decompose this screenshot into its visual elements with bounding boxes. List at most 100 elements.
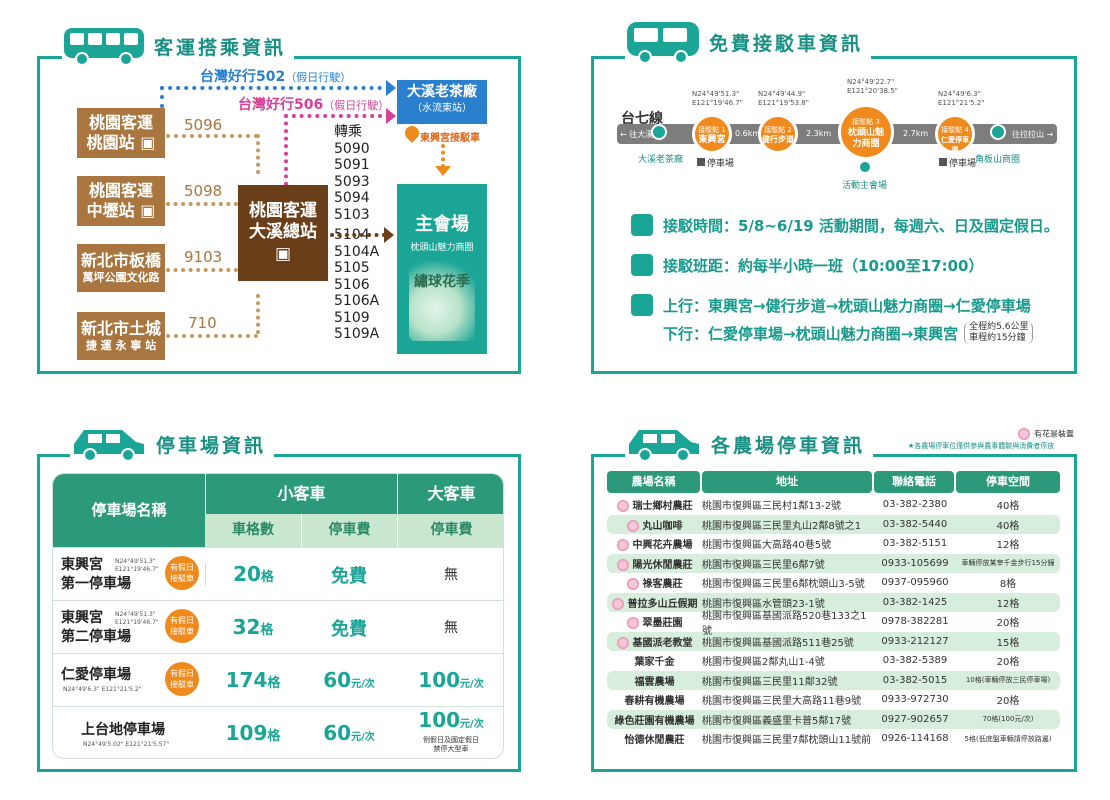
shuttle-arrow-line (441, 144, 445, 168)
shuttle-label: 東興宮接駁車 (420, 133, 480, 144)
farm-name: 葉家千金 (634, 657, 675, 669)
main-venue-box: 主會場 枕頭山魅力商圈 繡球花季 (397, 184, 487, 354)
parking-coord: N24°49'51.3"E121°19'46.7" (115, 611, 159, 626)
farm-address: 桃園市復興區三民村1鄰13-2號 (702, 501, 842, 513)
distance-3: 2.7km (903, 129, 929, 138)
parking-fee: 免費 (331, 619, 367, 640)
parking-info-title: 停車場資訊 (156, 434, 267, 457)
daxi-hub-station: 桃園客運大溪總站▣ (238, 185, 328, 281)
farm-address: 桃園市復興區2鄰丸山1-4號 (702, 657, 825, 669)
route-num-5096: 5096 (184, 116, 223, 134)
parking-name: 東興宮第二停車場 (61, 610, 131, 645)
route-710-line-v (256, 294, 260, 334)
shuttle-up-route: 上行：東興宮→健行步道→枕頭山魅力商圈→仁愛停車場 (631, 294, 1031, 316)
farm-parking-space: 20格 (996, 696, 1020, 708)
farm-name: 綠色莊園有機農場 (614, 715, 695, 727)
main-venue-sub: 枕頭山魅力商圈 (410, 243, 474, 253)
farm-phone: 0933-105699 (881, 557, 949, 569)
stop-2-coord: N24°49'44.9"E121°19'53.8" (758, 90, 809, 107)
farm-address: 桃園市復興區大高路40巷5號 (702, 540, 832, 552)
shuttle-badge: 有假日接駁車 (165, 609, 199, 643)
parking-coord: N24°49'51.3"E121°19'46.7" (115, 558, 159, 573)
route-502-line (160, 86, 390, 90)
shuttle-info-title-bar: 免費接駁車資訊 (625, 22, 872, 64)
farm-table-header: 農場名稱 地址 聯絡電話 停車空間 (607, 471, 1060, 493)
farm-phone: 03-382-1425 (882, 596, 948, 608)
route-9103-line (166, 268, 238, 272)
parking-big-fee: 無 (444, 567, 458, 583)
route-5096-line (166, 134, 258, 138)
shuttle-down-route: 下行：仁愛停車場→枕頭山魅力商圈→東興宮 全程約5.6公里車程約15分鐘 (663, 322, 1034, 344)
parking-row: 仁愛停車場 N24°49'6.3" E121°21'5.2" 有假日接駁車 17… (53, 653, 503, 706)
parking-spaces: 174格 (225, 668, 281, 692)
farm-name: 瑞士鄉村農莊 (607, 497, 702, 513)
col-small-header: 小客車 (205, 474, 397, 514)
venue-pin-icon (858, 160, 872, 174)
parking-coord: N24°49'5.02" E121°21'5.57" (83, 741, 170, 748)
tea-factory-box: 大溪老茶廠 （水流東站） (397, 80, 487, 124)
station-taoyuan: 桃園客運桃園站 ▣ (77, 108, 165, 158)
stop-3-coord: N24°49'22.7"E121°20'38.5" (847, 78, 898, 95)
parking-spaces: 32格 (232, 615, 274, 639)
right-direction: 往拉拉山 → (1012, 130, 1054, 139)
farm-name: 丸山咖啡 (607, 517, 702, 532)
parking-fee: 免費 (331, 566, 367, 587)
shuttle-time-info: 接駁時間：5/8~6/19 活動期間，每週六、日及國定假日。 (631, 214, 1059, 236)
route-num-710: 710 (188, 314, 217, 332)
shuttle-interval-info: 接駁班距：約每半小時一班（10:00至17:00） (631, 254, 984, 276)
route-num-9103: 9103 (184, 248, 223, 266)
farm-address: 桃園市復興區三民里6鄰7號 (702, 559, 825, 571)
farm-parking-space: 10格(車輛停放三民停車場) (965, 676, 1051, 685)
parking-big-fee: 100元/次 (418, 668, 484, 692)
shuttle-info-panel (591, 56, 1077, 374)
farm-table: 農場名稱 地址 聯絡電話 停車空間 瑞士鄉村農莊桃園市復興區三民村1鄰13-2號… (607, 471, 1060, 749)
farm-name: 陽光休閒農莊 (607, 556, 702, 571)
farm-phone: 03-382-5015 (882, 674, 948, 686)
hydrangea-poster: 繡球花季 (409, 261, 475, 341)
flower-icon (1018, 428, 1030, 440)
parking-name: 上台地停車場 (81, 722, 165, 738)
parking-row: 東興宮第一停車場 N24°49'51.3"E121°19'46.7" 有假日接駁… (53, 547, 503, 600)
parking-big-fee: 100元/次 例假日及國定假日 禁停大型車 (418, 708, 484, 753)
bus-small-icon: ▣ (140, 133, 156, 152)
bus-info-title-bar: 客運搭乘資訊 (62, 26, 295, 66)
main-venue-map-label: 活動主會場 (842, 181, 888, 191)
farm-parking-space: 20格 (996, 657, 1020, 669)
parking-info-title-bar: 停車場資訊 (70, 424, 275, 464)
route-506-arrow (386, 108, 396, 124)
main-venue-title: 主會場 (415, 214, 469, 235)
farm-name: 中興花卉農場 (607, 536, 702, 552)
farm-address: 桃園市復興區義盛里卡普5鄰17號 (702, 715, 852, 727)
farm-name: 基國派老教堂 (607, 634, 702, 649)
farm-name: 普拉多山丘假期 (607, 595, 702, 610)
jiaobanshan-label: 角板山商圈 (975, 155, 1021, 165)
parking-spaces: 109格 (225, 721, 281, 745)
route-502-arrow (386, 80, 396, 96)
farm-phone: 0933-972730 (881, 694, 949, 706)
farm-parking-title-bar: 各農場停車資訊 (625, 424, 874, 464)
jiaobanshan-pin-icon (990, 124, 1006, 140)
flower-icon (626, 578, 639, 591)
parking-fee: 60元/次 (323, 668, 375, 692)
station-banqiao: 新北市板橋萬坪公園文化路 (77, 244, 165, 292)
shuttle-arrow (435, 166, 451, 176)
farm-phone: 03-382-2380 (882, 499, 948, 511)
farm-phone: 0937-095960 (881, 577, 949, 589)
station-zhongli: 桃園客運中壢站 ▣ (77, 176, 165, 226)
bus-icon (631, 214, 653, 236)
route-506-line (284, 114, 390, 118)
farm-parking-space: 車輛停放某宰千金步行15分鐘 (961, 559, 1055, 568)
flower-icon (616, 500, 629, 513)
farm-address: 桃園市復興區三民里丸山2鄰8號之1 (702, 520, 862, 532)
flower-icon (611, 597, 624, 610)
farm-name: 春耕有機農場 (624, 696, 685, 708)
